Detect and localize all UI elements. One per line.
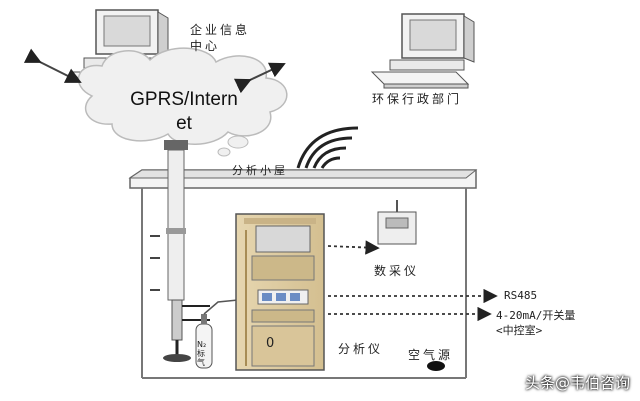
enterprise-center-label: 企业信息 中心 bbox=[190, 22, 250, 54]
watermark: 头条@韦伯咨询 bbox=[524, 374, 630, 392]
data-collector-label: 数采仪 bbox=[374, 264, 420, 278]
control-room-label: <中控室> bbox=[496, 324, 543, 337]
enterprise-center-line2: 中心 bbox=[190, 39, 221, 53]
n2-cylinder-icon bbox=[195, 299, 239, 369]
n2-cylinder-label: N₂标气 bbox=[197, 340, 207, 367]
analog-label: 4-20mA/开关量 bbox=[496, 309, 576, 322]
data-collector-icon bbox=[377, 200, 417, 245]
cabinet-mark: 0 bbox=[266, 336, 275, 351]
analysis-shelter bbox=[128, 169, 478, 379]
enterprise-center-line1: 企业信息 bbox=[190, 23, 251, 37]
shelter-label: 分析小屋 bbox=[232, 164, 288, 177]
rs485-label: RS485 bbox=[504, 289, 538, 302]
env-department-label: 环保行政部门 bbox=[372, 92, 463, 106]
link-arrow-right bbox=[233, 62, 286, 94]
analyzer-label: 分析仪 bbox=[338, 342, 384, 356]
link-arrow-left bbox=[23, 48, 82, 83]
wireless-signal-icon bbox=[296, 126, 359, 169]
network-label-line1: GPRS/Intern bbox=[130, 89, 238, 110]
analyzer-cabinet bbox=[235, 213, 325, 371]
env-department-computer-icon bbox=[370, 13, 475, 89]
network-label-line2: et bbox=[176, 113, 192, 134]
network-label: GPRS/Intern et bbox=[104, 88, 264, 136]
link-analyzer-collector bbox=[327, 240, 380, 255]
air-source-label: 空气源 bbox=[408, 348, 454, 362]
air-source-icon bbox=[427, 361, 445, 371]
